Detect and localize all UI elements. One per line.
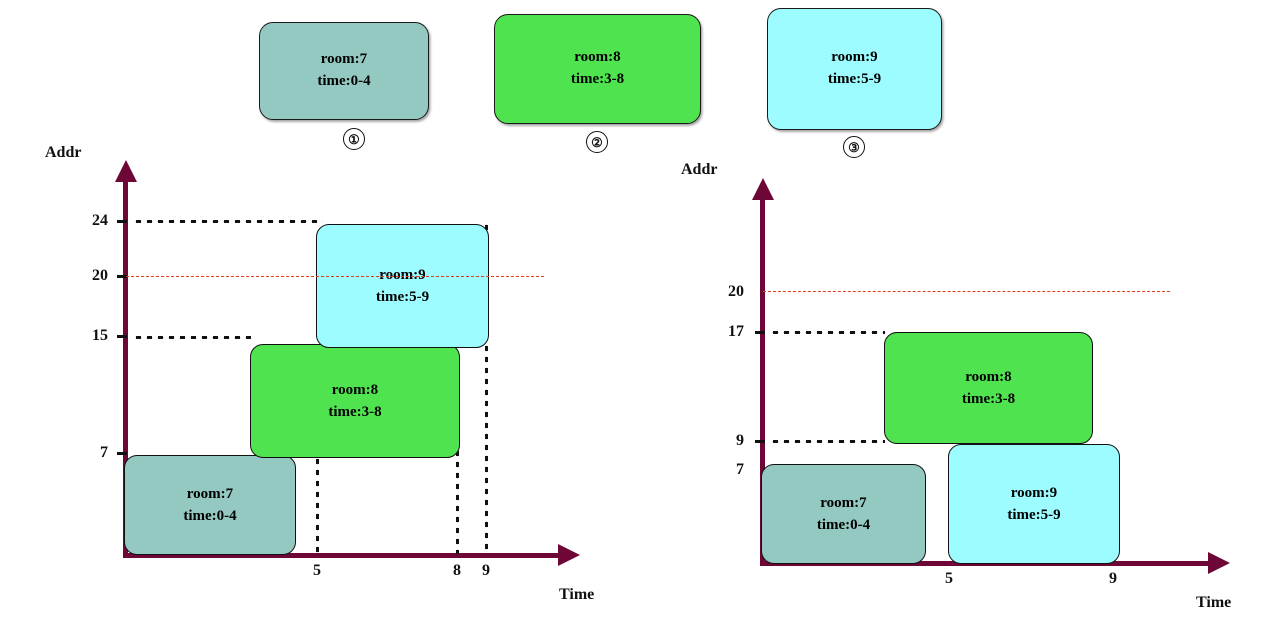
right-chart-guide-17 xyxy=(770,331,885,334)
right-chart-block-room7: room:7 time:0-4 xyxy=(761,464,926,564)
right-chart-x-axis-label: Time xyxy=(1196,594,1232,611)
left-chart-x-axis xyxy=(123,553,560,558)
right-chart-xtick-9: 9 xyxy=(1109,570,1117,587)
left-chart-x-axis-arrow-icon xyxy=(558,544,580,566)
right-chart-block-room8-line2: time:3-8 xyxy=(961,391,1016,407)
left-chart-y-axis-label: Addr xyxy=(45,144,82,161)
left-chart-block-room8: room:8 time:3-8 xyxy=(250,344,460,458)
right-chart-xtick-5: 5 xyxy=(945,570,953,587)
left-chart-ytick-mark-24 xyxy=(117,220,127,223)
left-chart-xtick-8: 8 xyxy=(453,562,461,579)
right-chart-block-room7-line2: time:0-4 xyxy=(816,517,871,533)
right-chart-block-room9-line1: room:9 xyxy=(1010,484,1058,501)
right-chart-y-axis-label: Addr xyxy=(681,161,718,178)
left-chart-block-room9-line2: time:5-9 xyxy=(375,289,430,305)
left-chart-block-room7-line2: time:0-4 xyxy=(183,508,237,524)
left-chart-block-room8-line2: time:3-8 xyxy=(328,404,382,420)
right-chart-block-room7-line1: room:7 xyxy=(820,494,867,511)
left-chart-block-room7-line1: room:7 xyxy=(186,485,234,502)
right-chart-x-axis-arrow-icon xyxy=(1208,552,1230,574)
right-chart-ytick-20: 20 xyxy=(728,283,744,300)
left-chart-block-room8-line1: room:8 xyxy=(331,381,379,398)
left-chart-block-room9-line1: room:9 xyxy=(379,266,426,283)
right-chart-ytick-mark-9 xyxy=(755,440,765,443)
legend-box-room8-line2: time:3-8 xyxy=(570,71,625,87)
legend-marker-1: ① xyxy=(343,128,365,150)
right-chart-ytick-mark-17 xyxy=(755,331,765,334)
left-chart-x-axis-label: Time xyxy=(559,586,595,603)
right-chart-threshold-line xyxy=(763,291,1170,292)
right-chart-y-axis xyxy=(760,196,765,565)
legend-marker-3: ③ xyxy=(843,136,865,158)
left-chart-y-axis-arrow-icon xyxy=(115,160,137,182)
legend-box-room9: room:9 time:5-9 xyxy=(767,8,942,130)
right-chart-block-room9: room:9 time:5-9 xyxy=(948,444,1120,564)
legend-box-room8: room:8 time:3-8 xyxy=(494,14,701,124)
right-chart-guide-9 xyxy=(770,440,885,443)
legend-box-room7: room:7 time:0-4 xyxy=(259,22,429,120)
right-chart-ytick-17: 17 xyxy=(728,323,744,340)
left-chart-ytick-24: 24 xyxy=(92,212,108,229)
left-chart-block-room7: room:7 time:0-4 xyxy=(124,455,296,555)
right-chart-block-room9-line2: time:5-9 xyxy=(1007,507,1061,523)
legend-box-room8-line1: room:8 xyxy=(574,49,621,66)
right-chart-ytick-7: 7 xyxy=(736,461,744,478)
left-chart-y-axis xyxy=(123,178,128,557)
left-chart-ytick-20: 20 xyxy=(92,267,108,284)
right-chart-block-room8: room:8 time:3-8 xyxy=(884,332,1093,444)
left-chart-ytick-7: 7 xyxy=(100,444,108,461)
right-chart-block-room8-line1: room:8 xyxy=(965,368,1012,385)
left-chart-xtick-9: 9 xyxy=(482,562,490,579)
left-chart-guide-24 xyxy=(133,220,323,223)
left-chart-guide-15 xyxy=(133,336,251,339)
legend-box-room7-line2: time:0-4 xyxy=(317,73,371,89)
left-chart-guide-t5 xyxy=(316,456,319,554)
left-chart-ytick-15: 15 xyxy=(92,327,108,344)
legend-box-room9-line2: time:5-9 xyxy=(827,71,882,87)
left-chart-block-room9: room:9 time:5-9 xyxy=(316,224,489,348)
left-chart-ytick-mark-15 xyxy=(117,335,127,338)
legend-box-room9-line1: room:9 xyxy=(831,49,878,66)
left-chart-guide-t9 xyxy=(485,222,488,554)
right-chart-ytick-9: 9 xyxy=(736,432,744,449)
legend-box-room7-line1: room:7 xyxy=(320,51,368,68)
legend-marker-2: ② xyxy=(586,131,608,153)
left-chart-ytick-mark-7 xyxy=(117,452,127,455)
right-chart-y-axis-arrow-icon xyxy=(752,178,774,200)
left-chart-xtick-5: 5 xyxy=(313,562,321,579)
left-chart-ytick-mark-20 xyxy=(117,275,127,278)
left-chart-threshold-line xyxy=(126,276,544,277)
